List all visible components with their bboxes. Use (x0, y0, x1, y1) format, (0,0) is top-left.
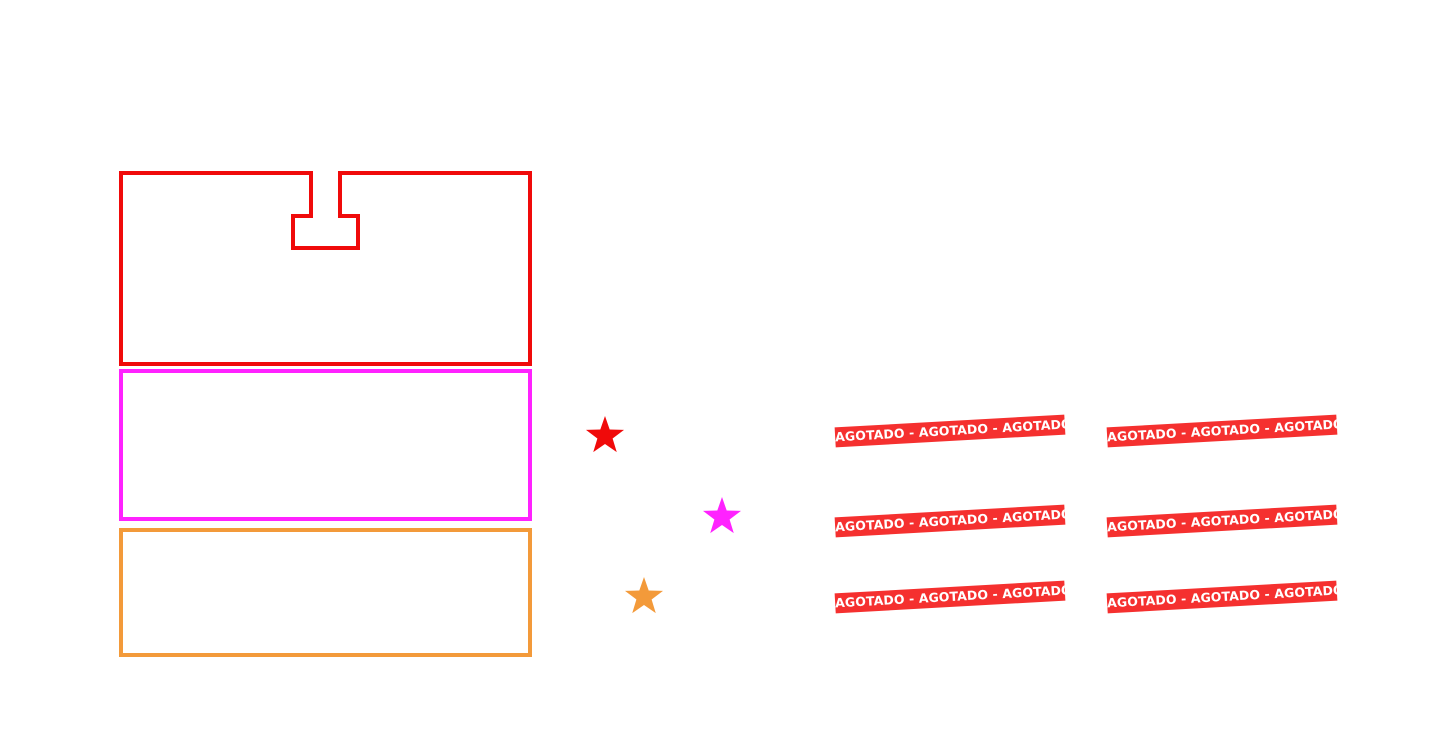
star-red-icon[interactable] (585, 416, 625, 453)
zone-orange[interactable] (119, 528, 532, 657)
zone-magenta[interactable] (119, 369, 532, 521)
star-orange-icon[interactable] (624, 577, 664, 614)
zone-red[interactable] (119, 171, 532, 366)
star-magenta-icon[interactable] (702, 497, 742, 534)
